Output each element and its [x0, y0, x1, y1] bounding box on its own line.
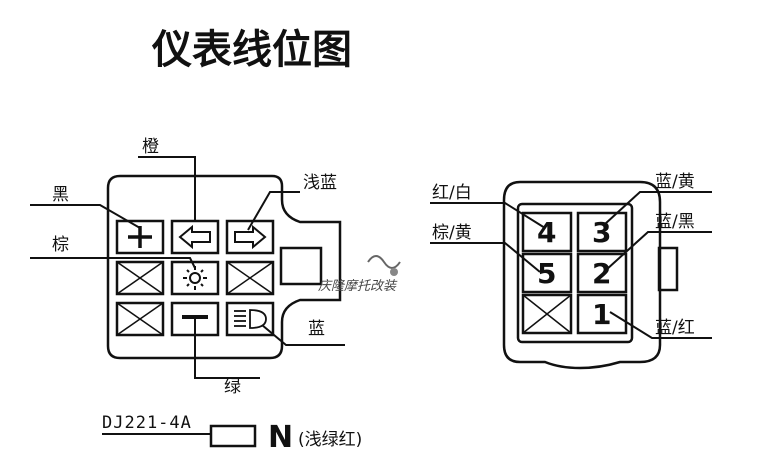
page-title: 仪表线位图: [151, 27, 352, 73]
label-green: 绿: [224, 377, 241, 397]
cell-headlight: [225, 301, 275, 337]
cell-right-arrow: [225, 219, 275, 255]
model-note: (浅绿红): [298, 430, 362, 450]
model-number: DJ221-4A: [102, 413, 192, 433]
pin-empty: [521, 293, 573, 335]
pin-1: 1: [576, 293, 628, 335]
right-arrow-icon: [234, 224, 267, 250]
right-connector-inner: [516, 202, 634, 344]
sun-icon: [183, 266, 207, 290]
svg-text:庆隆摩托改装: 庆隆摩托改装: [318, 278, 398, 294]
label-bluered: 蓝/红: [655, 318, 695, 338]
cell-plus: [115, 219, 165, 255]
label-orange: 橙: [142, 137, 159, 157]
pin-2: 2: [576, 252, 628, 294]
label-black: 黑: [52, 185, 69, 205]
svg-text:1: 1: [592, 298, 611, 331]
right-leader-lines: [430, 191, 712, 339]
svg-text:5: 5: [537, 257, 556, 290]
pin-5: 5: [521, 252, 573, 294]
pin-3: 3: [576, 211, 628, 253]
svg-text:3: 3: [592, 216, 611, 249]
cell-empty-2: [225, 260, 275, 296]
label-brown: 棕: [52, 235, 69, 255]
label-lightblue: 浅蓝: [303, 173, 337, 193]
model-line: DJ221-4A N (浅绿红): [102, 413, 362, 455]
left-connector-housing: [106, 174, 342, 360]
cell-empty-1: [115, 260, 165, 296]
label-blueblack: 蓝/黑: [655, 212, 695, 232]
svg-text:4: 4: [537, 216, 556, 249]
cell-empty-3: [115, 301, 165, 337]
left-connector-side-tab: [279, 246, 323, 286]
pin-4: 4: [521, 211, 573, 253]
right-connector-housing: [502, 180, 662, 370]
label-redwhite: 红/白: [432, 183, 472, 203]
watermark: 庆隆摩托改装: [318, 255, 401, 294]
right-connector-side-tab: [657, 246, 679, 292]
cell-left-arrow: [170, 219, 220, 255]
watermark-logo-icon: [367, 255, 401, 269]
left-leader-lines: [30, 156, 345, 379]
model-letter: N: [268, 420, 293, 455]
label-blueyellow: 蓝/黄: [655, 172, 695, 192]
model-connector-box: [209, 424, 257, 448]
right-connector: [502, 180, 679, 370]
label-blue: 蓝: [308, 319, 325, 339]
svg-text:2: 2: [592, 257, 611, 290]
left-connector: [106, 174, 342, 360]
left-arrow-icon: [178, 224, 211, 250]
label-brownyellow: 棕/黄: [432, 223, 472, 243]
headlight-icon: [234, 309, 267, 329]
